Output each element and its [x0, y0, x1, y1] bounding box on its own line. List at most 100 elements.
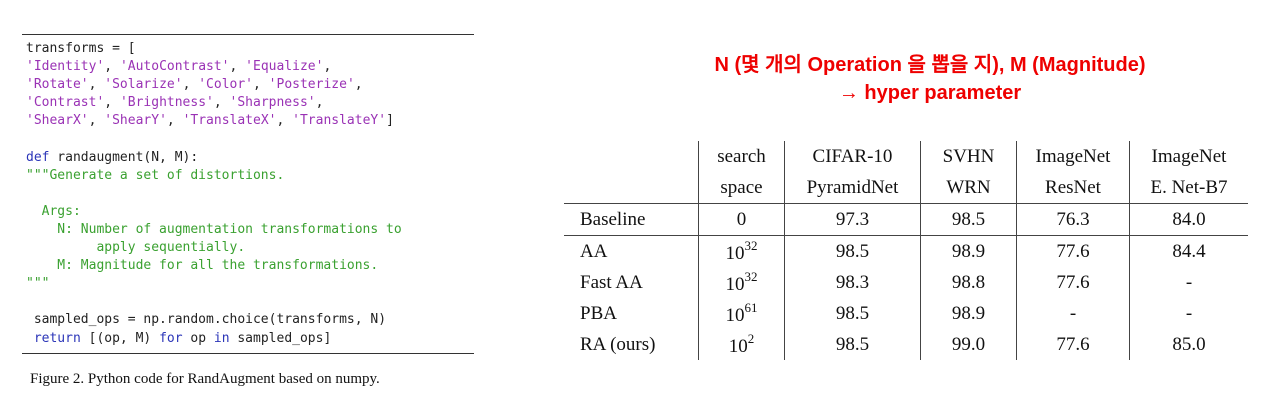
code-line	[26, 293, 402, 311]
code-token: M: Magnitude for all the transformations…	[26, 258, 379, 274]
resnet-cell: -	[1016, 298, 1130, 329]
code-token: ,	[323, 59, 332, 75]
code-line: 'Rotate', 'Solarize', 'Color', 'Posteriz…	[26, 76, 402, 94]
code-block: transforms = [ 'Identity', 'AutoContrast'…	[26, 40, 402, 348]
code-token: 'Brightness'	[119, 95, 214, 111]
code-line: def randaugment(N, M):	[26, 149, 402, 167]
code-line: apply sequentially.	[26, 239, 402, 257]
code-line: M: Magnitude for all the transformations…	[26, 257, 402, 275]
effnet-cell: 84.4	[1129, 235, 1248, 267]
method-cell: AA	[580, 240, 608, 262]
code-line: 'ShearX', 'ShearY', 'TranslateX', 'Trans…	[26, 112, 402, 130]
code-token: 'Equalize'	[245, 59, 324, 75]
search-space-base: 10	[728, 336, 748, 357]
search-space-base: 10	[725, 243, 745, 264]
code-token: 'AutoContrast'	[119, 59, 230, 75]
code-token: 'TranslateX'	[182, 113, 277, 129]
cifar-cell: 97.3	[784, 203, 921, 236]
search-space-exponent: 32	[744, 238, 758, 253]
code-token: apply sequentially.	[26, 240, 246, 256]
code-token: 'Contrast'	[26, 95, 105, 111]
search-space-base: 10	[725, 274, 745, 295]
code-line: """	[26, 275, 402, 293]
code-token: ,	[166, 113, 183, 129]
effnet-cell: 85.0	[1129, 329, 1248, 360]
method-cell: PBA	[580, 302, 617, 324]
code-token: 'Rotate'	[26, 77, 89, 93]
effnet-cell: 84.0	[1129, 203, 1248, 236]
code-token: ,	[104, 95, 120, 111]
search-space-cell: 1061	[698, 298, 785, 329]
code-token: ]	[386, 113, 394, 129]
search-space-exponent: 2	[747, 331, 755, 346]
resnet-cell: 77.6	[1016, 329, 1130, 360]
code-line: N: Number of augmentation transformation…	[26, 221, 402, 239]
code-token: 'Posterize'	[268, 77, 355, 93]
cifar-cell: 98.5	[784, 235, 921, 267]
code-line: 'Identity', 'AutoContrast', 'Equalize',	[26, 58, 402, 76]
code-token: Args:	[26, 203, 81, 219]
code-token: def	[26, 149, 50, 165]
resnet-cell: 77.6	[1016, 235, 1130, 267]
code-line	[26, 130, 402, 148]
code-token: transforms = [	[26, 41, 136, 56]
code-token: return	[33, 330, 81, 346]
resnet-cell: 76.3	[1016, 203, 1130, 236]
header-cell: search	[698, 141, 785, 172]
search-space-cell: 0	[698, 203, 785, 236]
svhn-cell: 99.0	[920, 329, 1017, 360]
code-token: 'Identity'	[26, 59, 105, 75]
search-space-cell: 1032	[698, 235, 785, 267]
annotation-line-2: → hyper parameter	[838, 82, 1022, 104]
code-token: 'TranslateY'	[292, 113, 387, 129]
code-line: return [(op, M) for op in sampled_ops]	[26, 330, 402, 348]
search-space-exponent: 32	[744, 269, 758, 284]
code-token: 'ShearX'	[26, 113, 89, 129]
effnet-cell: -	[1129, 298, 1248, 329]
figure-caption: Figure 2. Python code for RandAugment ba…	[30, 371, 380, 387]
code-token: for	[159, 330, 183, 346]
method-cell: RA (ours)	[580, 333, 656, 355]
search-space-base: 0	[736, 208, 747, 230]
code-token: sampled_ops = np.random.choice(transform…	[26, 312, 387, 328]
header-cell: E. Net-B7	[1129, 172, 1248, 204]
annotation-line-1: N (몇 개의 Operation 을 뽑을 지), M (Magnitude)	[714, 54, 1146, 76]
header-cell: ImageNet	[1016, 141, 1130, 172]
header-cell: space	[698, 172, 785, 204]
header-cell: ResNet	[1016, 172, 1130, 204]
svhn-cell: 98.5	[920, 203, 1017, 236]
header-cell	[564, 141, 699, 172]
code-token: 'ShearY'	[104, 113, 167, 129]
method-cell: Baseline	[564, 203, 699, 236]
code-token: ,	[88, 77, 105, 93]
code-token: 'Sharpness'	[229, 95, 316, 111]
search-space-base: 10	[725, 305, 745, 326]
table-header-row-2: space PyramidNet WRN ResNet E. Net-B7	[564, 172, 1248, 204]
code-token: ,	[253, 77, 269, 93]
header-cell: PyramidNet	[784, 172, 921, 204]
code-token: 'Solarize'	[104, 77, 183, 93]
code-line: 'Contrast', 'Brightness', 'Sharpness',	[26, 94, 402, 112]
code-token: op	[182, 330, 214, 346]
code-token: ,	[104, 59, 120, 75]
code-line: """Generate a set of distortions.	[26, 167, 402, 185]
header-cell: WRN	[920, 172, 1017, 204]
search-space-exponent: 61	[744, 300, 758, 315]
code-token	[26, 331, 34, 346]
code-token: 'Color'	[198, 77, 254, 93]
code-token: ,	[213, 95, 230, 111]
code-line: sampled_ops = np.random.choice(transform…	[26, 311, 402, 329]
header-cell: ImageNet	[1129, 141, 1248, 172]
header-cell: CIFAR-10	[784, 141, 921, 172]
search-space-cell: 1032	[698, 267, 785, 298]
svhn-cell: 98.9	[920, 235, 1017, 267]
code-line: Args:	[26, 203, 402, 221]
code-token: sampled_ops]	[229, 330, 332, 346]
code-token: N: Number of augmentation transformation…	[26, 221, 402, 237]
code-bottom-rule	[22, 353, 474, 354]
